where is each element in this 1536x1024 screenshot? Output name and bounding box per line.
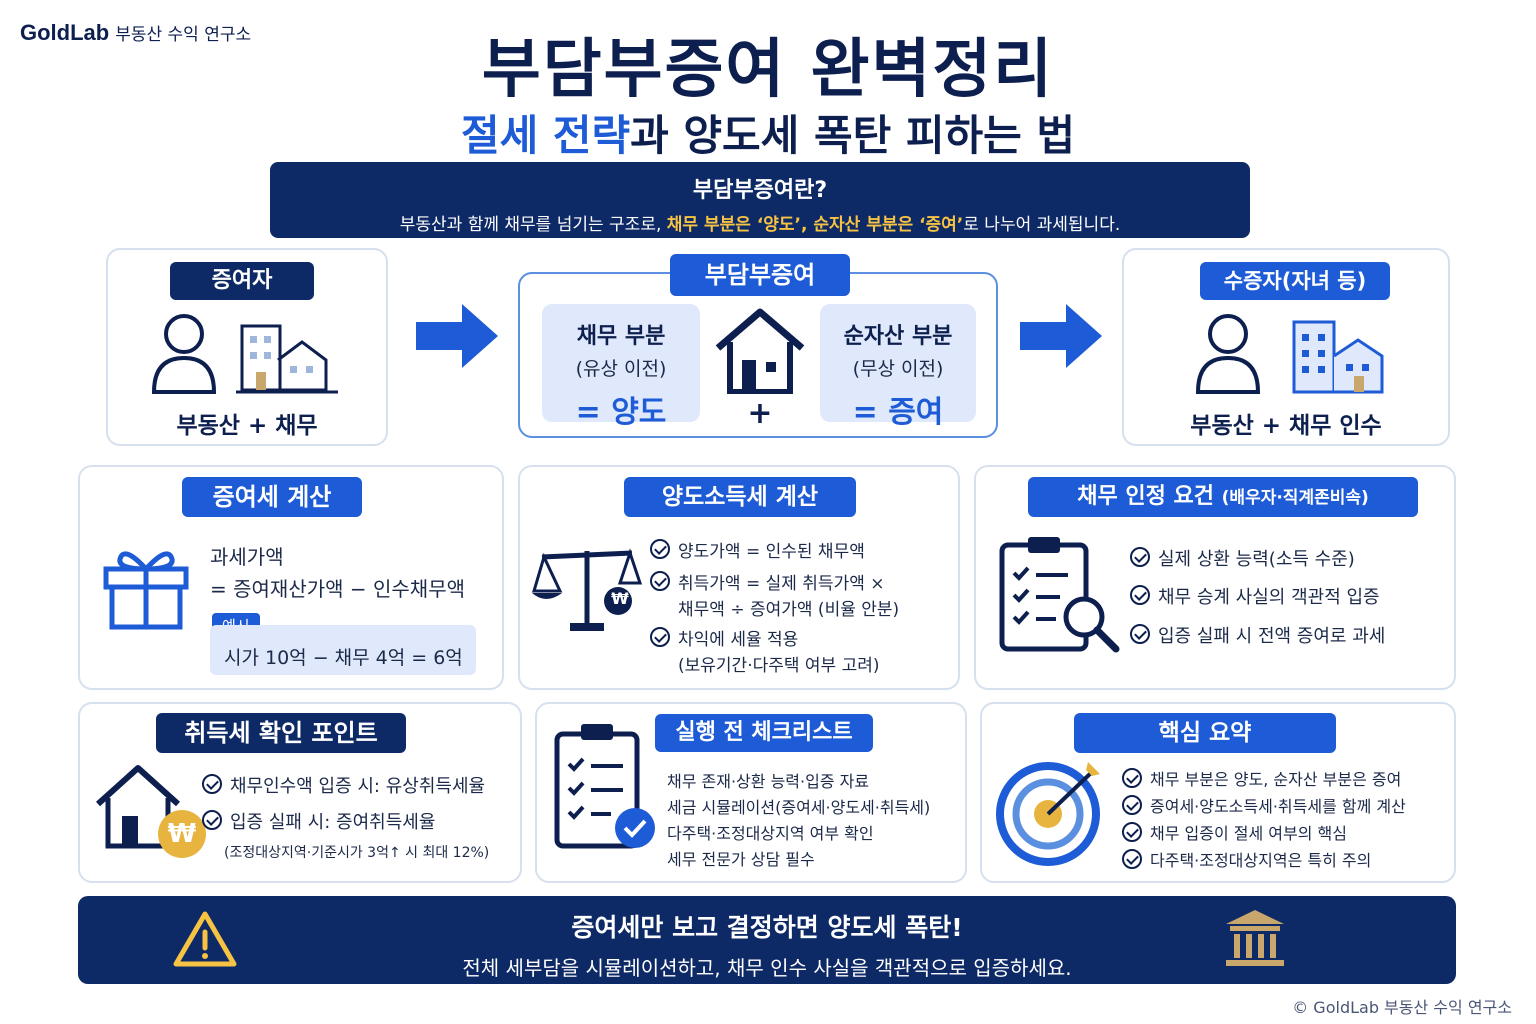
arrow-right-icon [416,304,498,368]
gift-tax-label: 증여세 계산 [182,477,362,517]
check-item: 차익에 세율 적용 [650,625,798,650]
net-part-title: 순자산 부분 [843,324,953,349]
warning-title: 증여세만 보고 결정하면 양도세 폭탄! [571,913,963,942]
check-circle-icon [1122,795,1142,815]
net-part-box: 순자산 부분 (무상 이전) = 증여 [820,304,976,430]
check-item: 다주택·조정대상지역은 특히 주의 [1122,847,1371,871]
debt-part-sub: (유상 이전) [575,358,667,380]
plus-sign: + [747,396,773,431]
warning-icon [173,911,237,967]
checklist-card: 채무 존재·상환 능력·입증 자료 세금 시뮬레이션(증여세·양도세·취득세) … [535,702,967,883]
definition-box: 부담부증여란? 부동산과 함께 채무를 넘기는 구조로, 채무 부분은 ‘양도’… [270,162,1250,238]
check-item: 입증 실패 시: 증여취득세율 [202,808,435,834]
page-subtitle: 절세 전략과 양도세 폭탄 피하는 법 [0,102,1536,163]
won-coin-icon: ₩ [611,589,629,608]
acq-tax-label: 취득세 확인 포인트 [156,713,406,753]
gift-tax-card: 과세가액 = 증여재산가액 − 인수채무액 예시 시가 10억 − 채무 4억 … [78,465,504,690]
recipient-card: 수증자(자녀 등) 부동산 + 채무 인수 [1122,248,1450,446]
clipboard-search-icon [999,537,1120,653]
check-circle-icon [202,774,222,794]
gift-icon [103,551,189,630]
check-item: 실제 상환 능력(소득 수준) [1130,545,1355,571]
definition-highlight: 채무 부분은 ‘양도’, 순자산 부분은 ‘증여’ [666,215,964,235]
warning-bar: 증여세만 보고 결정하면 양도세 폭탄! 전체 세부담을 시뮬레이션하고, 채무… [78,896,1456,984]
check-circle-icon [650,627,670,647]
donor-caption: 부동산 + 채무 [176,413,318,439]
check-circle-icon [1122,768,1142,788]
debt-part-result: = 양도 [575,395,667,430]
check-circle-icon [1122,849,1142,869]
check-item: 양도가액 = 인수된 채무액 [650,537,865,562]
recipient-label: 수증자(자녀 등) [1200,262,1390,300]
check-item: 채무 부분은 양도, 순자산 부분은 증여 [1122,766,1401,790]
middle-card: 채무 부분 (유상 이전) = 양도 + 순자산 부분 (무상 이전) = 증여 [518,272,998,438]
check-item-cont: 채무액 ÷ 증여가액 (비율 안분) [678,600,900,620]
summary-label: 핵심 요약 [1074,713,1336,753]
check-item-cont: (보유기간·다주택 여부 고려) [678,656,880,676]
check-circle-icon [1130,624,1150,644]
check-circle-icon [1130,547,1150,567]
net-part-sub: (무상 이전) [852,358,944,380]
page-title: 부담부증여 완벽정리 [481,33,1055,107]
summary-card: 채무 부분은 양도, 순자산 부분은 증여 증여세·양도소득세·취득세를 함께 … [980,702,1456,883]
checklist-item: 세금 시뮬레이션(증여세·양도세·취득세) [667,798,931,817]
recipient-caption: 부동산 + 채무 인수 [1190,413,1382,439]
check-circle-icon [1130,585,1150,605]
check-circle-icon [1122,822,1142,842]
checklist-item: 다주택·조정대상지역 여부 확인 [667,824,874,843]
check-item: 취득가액 = 실제 취득가액 × [650,569,885,594]
check-item: 채무 입증이 절세 여부의 핵심 [1122,820,1347,844]
net-part-result: = 증여 [852,395,944,430]
check-item: 증여세·양도소득세·취득세를 함께 계산 [1122,793,1406,817]
definition-title: 부담부증여란? [692,178,828,203]
check-circle-icon [650,539,670,559]
donor-card: 증여자 부동산 + 채무 [106,248,388,446]
example-box: 시가 10억 − 채무 4억 = 6억 [210,625,476,675]
check-circle-icon [650,571,670,591]
house-icon [715,308,805,394]
debt-part-title: 채무 부분 [576,324,666,349]
house-coin-icon [95,765,206,858]
acq-tax-note: (조정대상지역·기준시가 3억↑ 시 최대 12%) [224,845,490,861]
checklist-label: 실행 전 체크리스트 [655,714,873,752]
debt-part-box: 채무 부분 (유상 이전) = 양도 [542,304,700,430]
checklist-icon [554,724,655,849]
checklist-item: 채무 존재·상환 능력·입증 자료 [667,772,870,791]
check-item: 채무인수액 입증 시: 유상취득세율 [202,772,485,798]
brand-name: GoldLab [20,20,110,45]
person-building-icon [1196,314,1384,394]
transfer-tax-label: 양도소득세 계산 [624,477,856,517]
check-circle-icon [202,810,222,830]
gift-tax-line2: = 증여재산가액 − 인수채무액 [210,577,465,601]
won-coin-icon: ₩ [167,819,197,849]
person-building-icon [151,314,338,394]
definition-desc: 부동산과 함께 채무를 넘기는 구조로, 채무 부분은 ‘양도’, 순자산 부분… [399,215,1121,235]
bank-icon [1226,910,1284,966]
gift-tax-line1: 과세가액 [210,545,284,569]
middle-label: 부담부증여 [670,254,850,296]
debt-req-label: 채무 인정 요건 (배우자·직계존비속) [1028,477,1418,517]
check-item: 입증 실패 시 전액 증여로 과세 [1130,622,1385,648]
subtitle-highlight: 절세 전략 [460,111,631,160]
arrow-right-icon [1020,304,1102,368]
check-item: 채무 승계 사실의 객관적 입증 [1130,583,1380,609]
subtitle-rest: 과 양도세 폭탄 피하는 법 [630,111,1076,160]
brand-tagline: 부동산 수익 연구소 [115,25,252,45]
checklist-item: 세무 전문가 상담 필수 [667,850,815,869]
target-icon [996,762,1100,866]
scale-icon [532,548,642,631]
copyright: © GoldLab 부동산 수익 연구소 [1292,998,1512,1017]
warning-desc: 전체 세부담을 시뮬레이션하고, 채무 인수 사실을 객관적으로 입증하세요. [462,956,1072,980]
donor-label: 증여자 [170,262,314,300]
